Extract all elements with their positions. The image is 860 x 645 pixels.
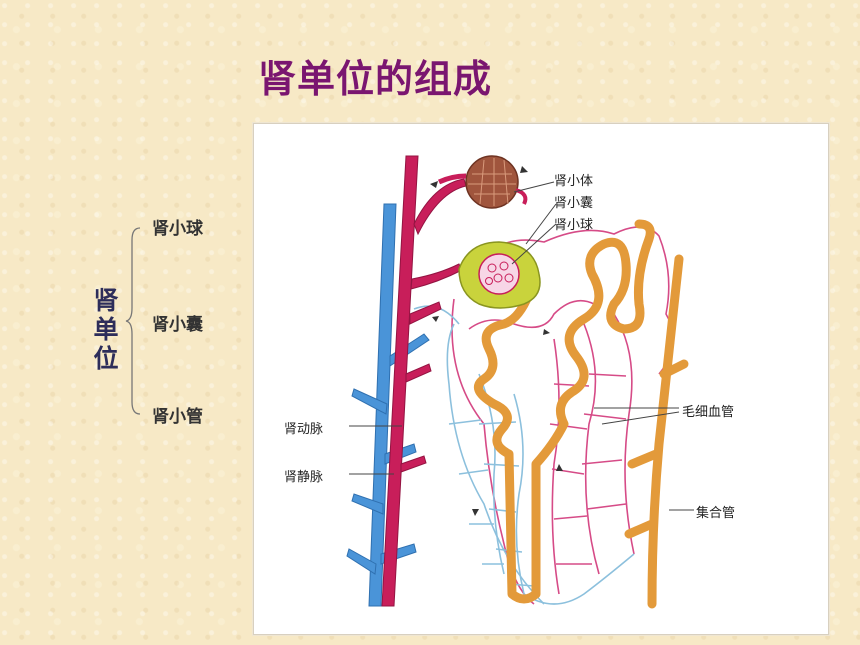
label-renal-corpuscle: 肾小体	[554, 174, 594, 189]
nephron-char-3: 位	[93, 344, 119, 373]
nephron-figure: 肾小体 肾小囊 肾小球 毛细血管 肾动脉 肾静脉 集合管	[253, 123, 829, 635]
nephron-label: 肾 单 位	[92, 286, 120, 373]
label-renal-artery: 肾动脉	[284, 422, 324, 437]
nephron-diagram	[346, 155, 694, 609]
leader-lines	[349, 181, 694, 511]
label-renal-vein: 肾静脉	[284, 470, 324, 485]
component-glomerulus: 肾小球	[152, 219, 203, 239]
flow-arrows	[430, 166, 563, 516]
page-title: 肾单位的组成	[258, 57, 493, 101]
label-glomerulus: 肾小球	[554, 218, 594, 233]
renal-capsule	[458, 241, 541, 309]
renal-tubule	[473, 219, 655, 604]
component-capsule: 肾小囊	[152, 315, 203, 335]
label-collecting-duct: 集合管	[696, 506, 736, 521]
renal-artery-vessel	[381, 155, 467, 607]
renal-corpuscle-inset	[437, 155, 528, 209]
curly-brace	[125, 227, 141, 415]
nephron-char-1: 肾	[93, 286, 119, 315]
label-capillary: 毛细血管	[682, 405, 735, 420]
label-renal-capsule: 肾小囊	[554, 196, 594, 211]
nephron-char-2: 单	[93, 315, 119, 344]
component-tubule: 肾小管	[152, 407, 203, 427]
collecting-duct	[624, 254, 689, 609]
